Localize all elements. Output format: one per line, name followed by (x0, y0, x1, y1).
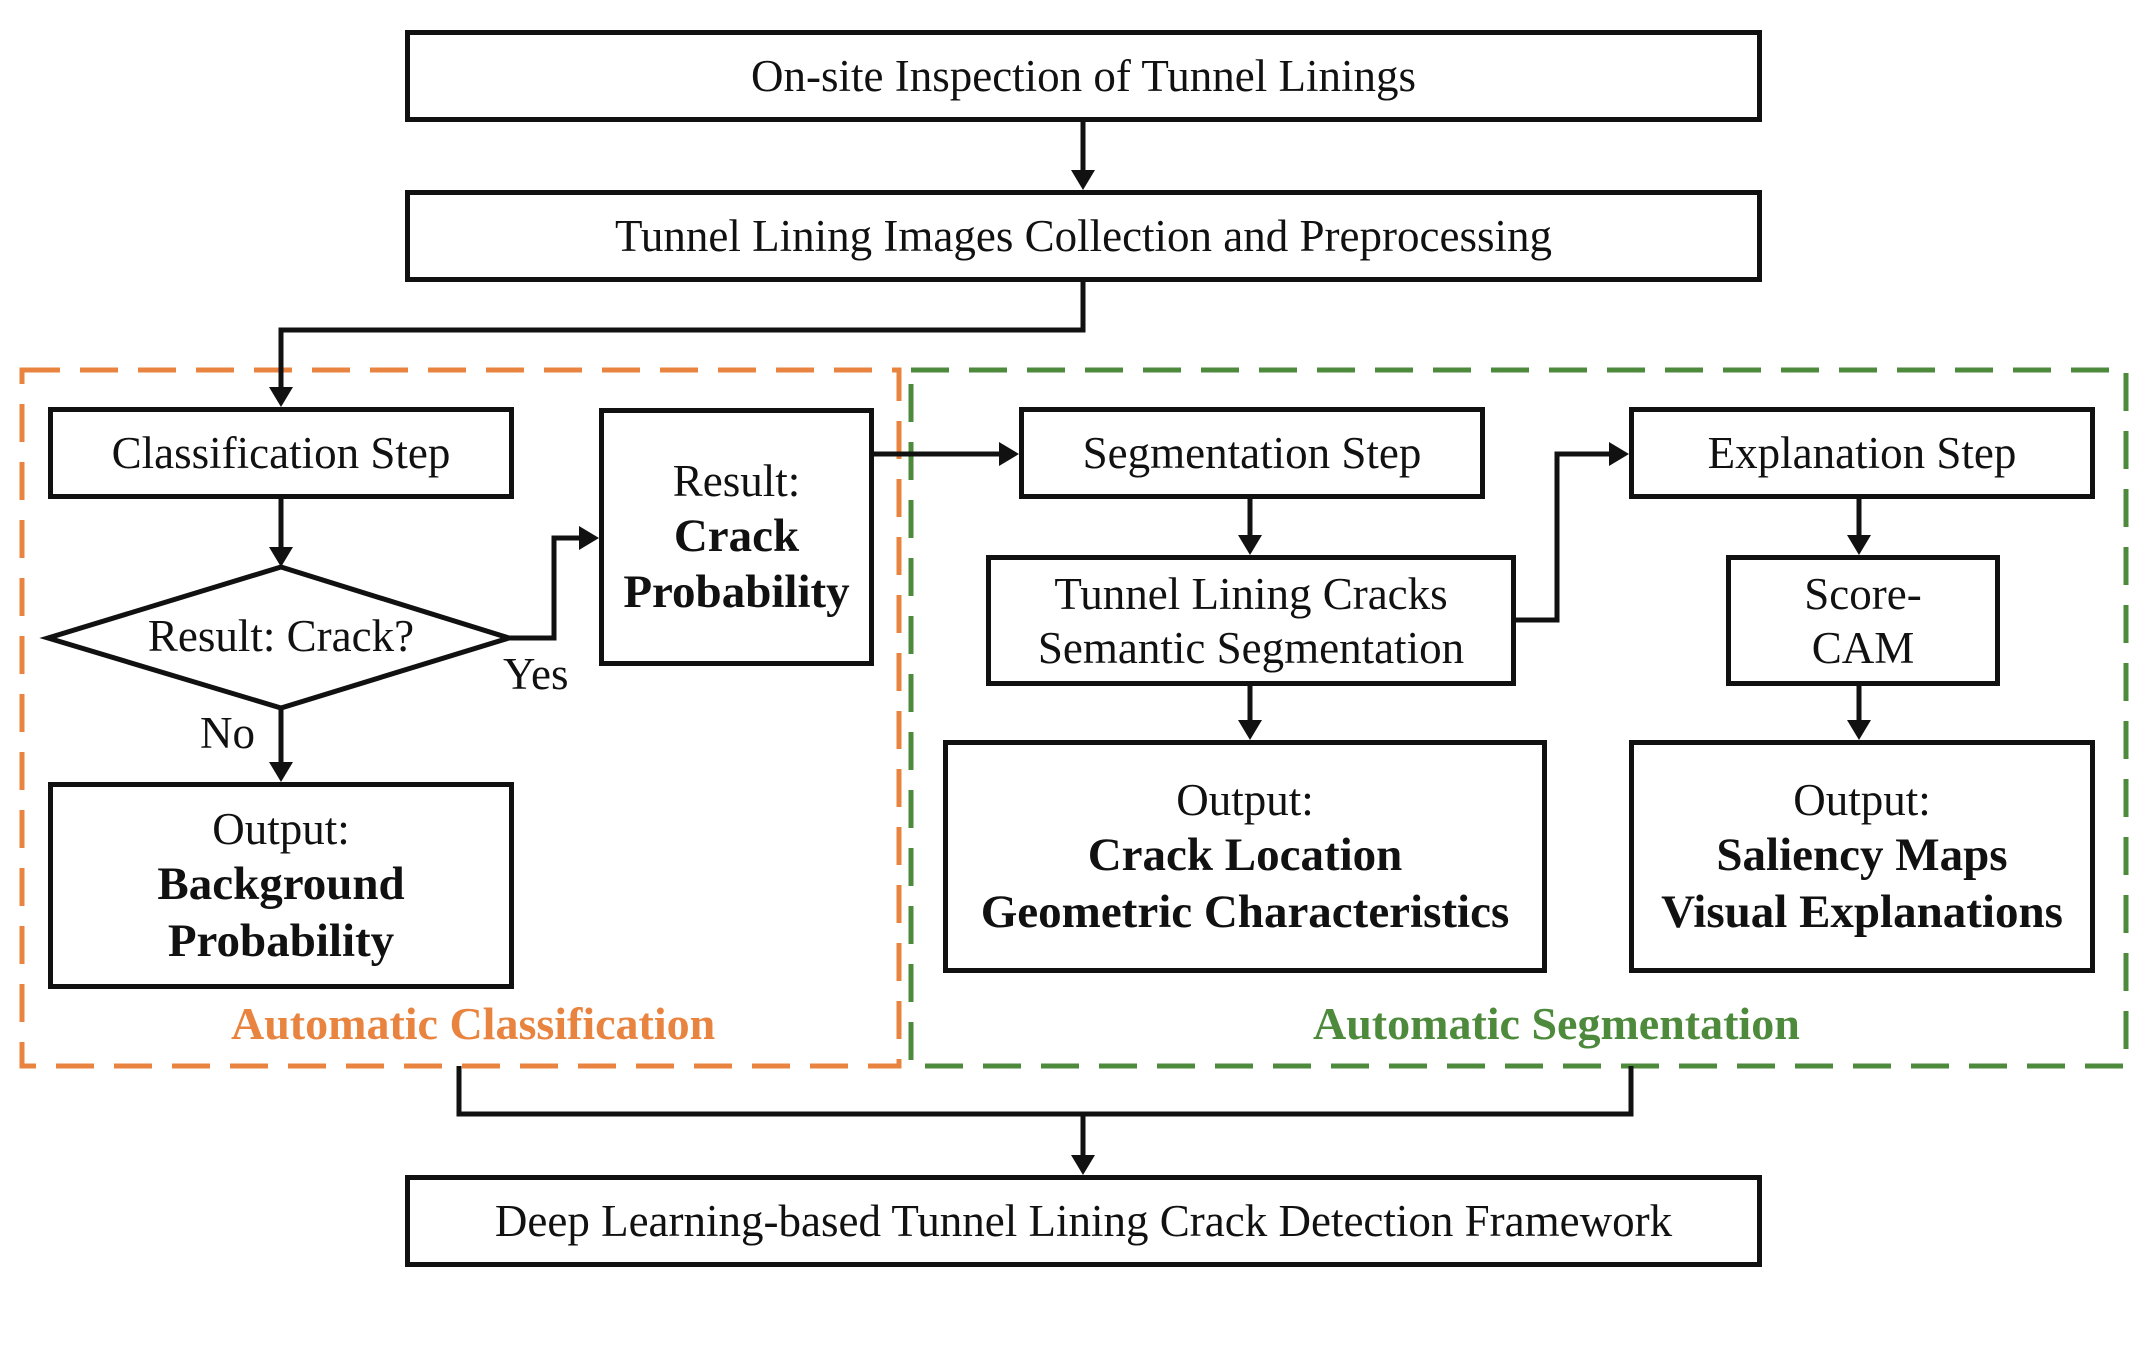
result-line1: Crack (673, 509, 800, 562)
output-saliency-line2: Visual Explanations (1661, 885, 2063, 938)
arrowhead-icon (1609, 442, 1629, 466)
segmentation-region-frame (908, 367, 2129, 1069)
output-crack-line1: Crack Location (1087, 829, 1403, 882)
collection-label: Tunnel Lining Images Collection and Prep… (615, 211, 1552, 261)
segmentation-step-label: Segmentation Step (1082, 428, 1422, 478)
output-crack-line2: Geometric Characteristics (980, 885, 1510, 938)
classification-step-label: Classification Step (111, 428, 451, 478)
output-saliency-line1: Saliency Maps (1716, 829, 2008, 882)
framework-box: Deep Learning-based Tunnel Lining Crack … (405, 1175, 1762, 1267)
edge-label-no: No (200, 708, 255, 758)
inspection-label: On-site Inspection of Tunnel Linings (751, 51, 1416, 101)
arrow-decision-to-result (509, 535, 587, 641)
framework-label: Deep Learning-based Tunnel Lining Crack … (494, 1196, 1673, 1246)
semantic-line2: Semantic Segmentation (1037, 622, 1465, 673)
explanation-step-box: Explanation Step (1629, 407, 2095, 499)
edge-label-yes: Yes (503, 649, 569, 699)
score-cam-box: Score- CAM (1726, 555, 2000, 686)
arrowhead-icon (1071, 170, 1095, 190)
arrow-semantic-to-explanation (1515, 451, 1617, 623)
arrowhead-icon (1847, 535, 1871, 555)
arrowhead-icon (999, 442, 1019, 466)
output-saliency-box: Output: Saliency Maps Visual Explanation… (1629, 740, 2095, 973)
score-cam-line1: Score- (1804, 568, 1922, 619)
arrowheads (269, 170, 1871, 1175)
output-crack-box: Output: Crack Location Geometric Charact… (943, 740, 1547, 973)
segmentation-step-box: Segmentation Step (1019, 407, 1485, 499)
arrowhead-icon (1238, 535, 1262, 555)
arrowhead-icon (579, 526, 599, 550)
decision-label: Result: Crack? (147, 611, 415, 661)
output-crack-heading: Output: (1176, 775, 1314, 826)
arrow-collection-to-classification (278, 281, 1086, 395)
classification-region-label: Automatic Classification (231, 998, 716, 1049)
collection-box: Tunnel Lining Images Collection and Prep… (405, 190, 1762, 282)
output-background-heading: Output: (212, 804, 350, 855)
arrowhead-icon (269, 547, 293, 567)
semantic-segmentation-box: Tunnel Lining Cracks Semantic Segmentati… (986, 555, 1516, 686)
explanation-step-label: Explanation Step (1707, 428, 2017, 478)
output-background-box: Output: Background Probability (48, 782, 514, 989)
inspection-box: On-site Inspection of Tunnel Linings (405, 30, 1762, 122)
result-line2: Probability (623, 566, 850, 618)
output-saliency-heading: Output: (1793, 775, 1931, 826)
arrowhead-icon (1238, 720, 1262, 740)
result-crack-box: Result: Crack Probability (599, 408, 874, 666)
segmentation-region-label: Automatic Segmentation (1313, 998, 1800, 1049)
arrowhead-icon (1071, 1155, 1095, 1175)
arrowhead-icon (1847, 720, 1871, 740)
arrow-regions-to-framework (456, 1066, 1634, 1163)
score-cam-line2: CAM (1811, 622, 1915, 673)
semantic-line1: Tunnel Lining Cracks (1054, 568, 1448, 619)
arrowhead-icon (269, 762, 293, 782)
arrowhead-icon (269, 387, 293, 407)
classification-region-frame (19, 367, 902, 1069)
output-background-line1: Background (157, 858, 405, 911)
result-heading: Result: (672, 455, 801, 506)
output-background-line2: Probability (167, 914, 395, 967)
classification-step-box: Classification Step (48, 407, 514, 499)
